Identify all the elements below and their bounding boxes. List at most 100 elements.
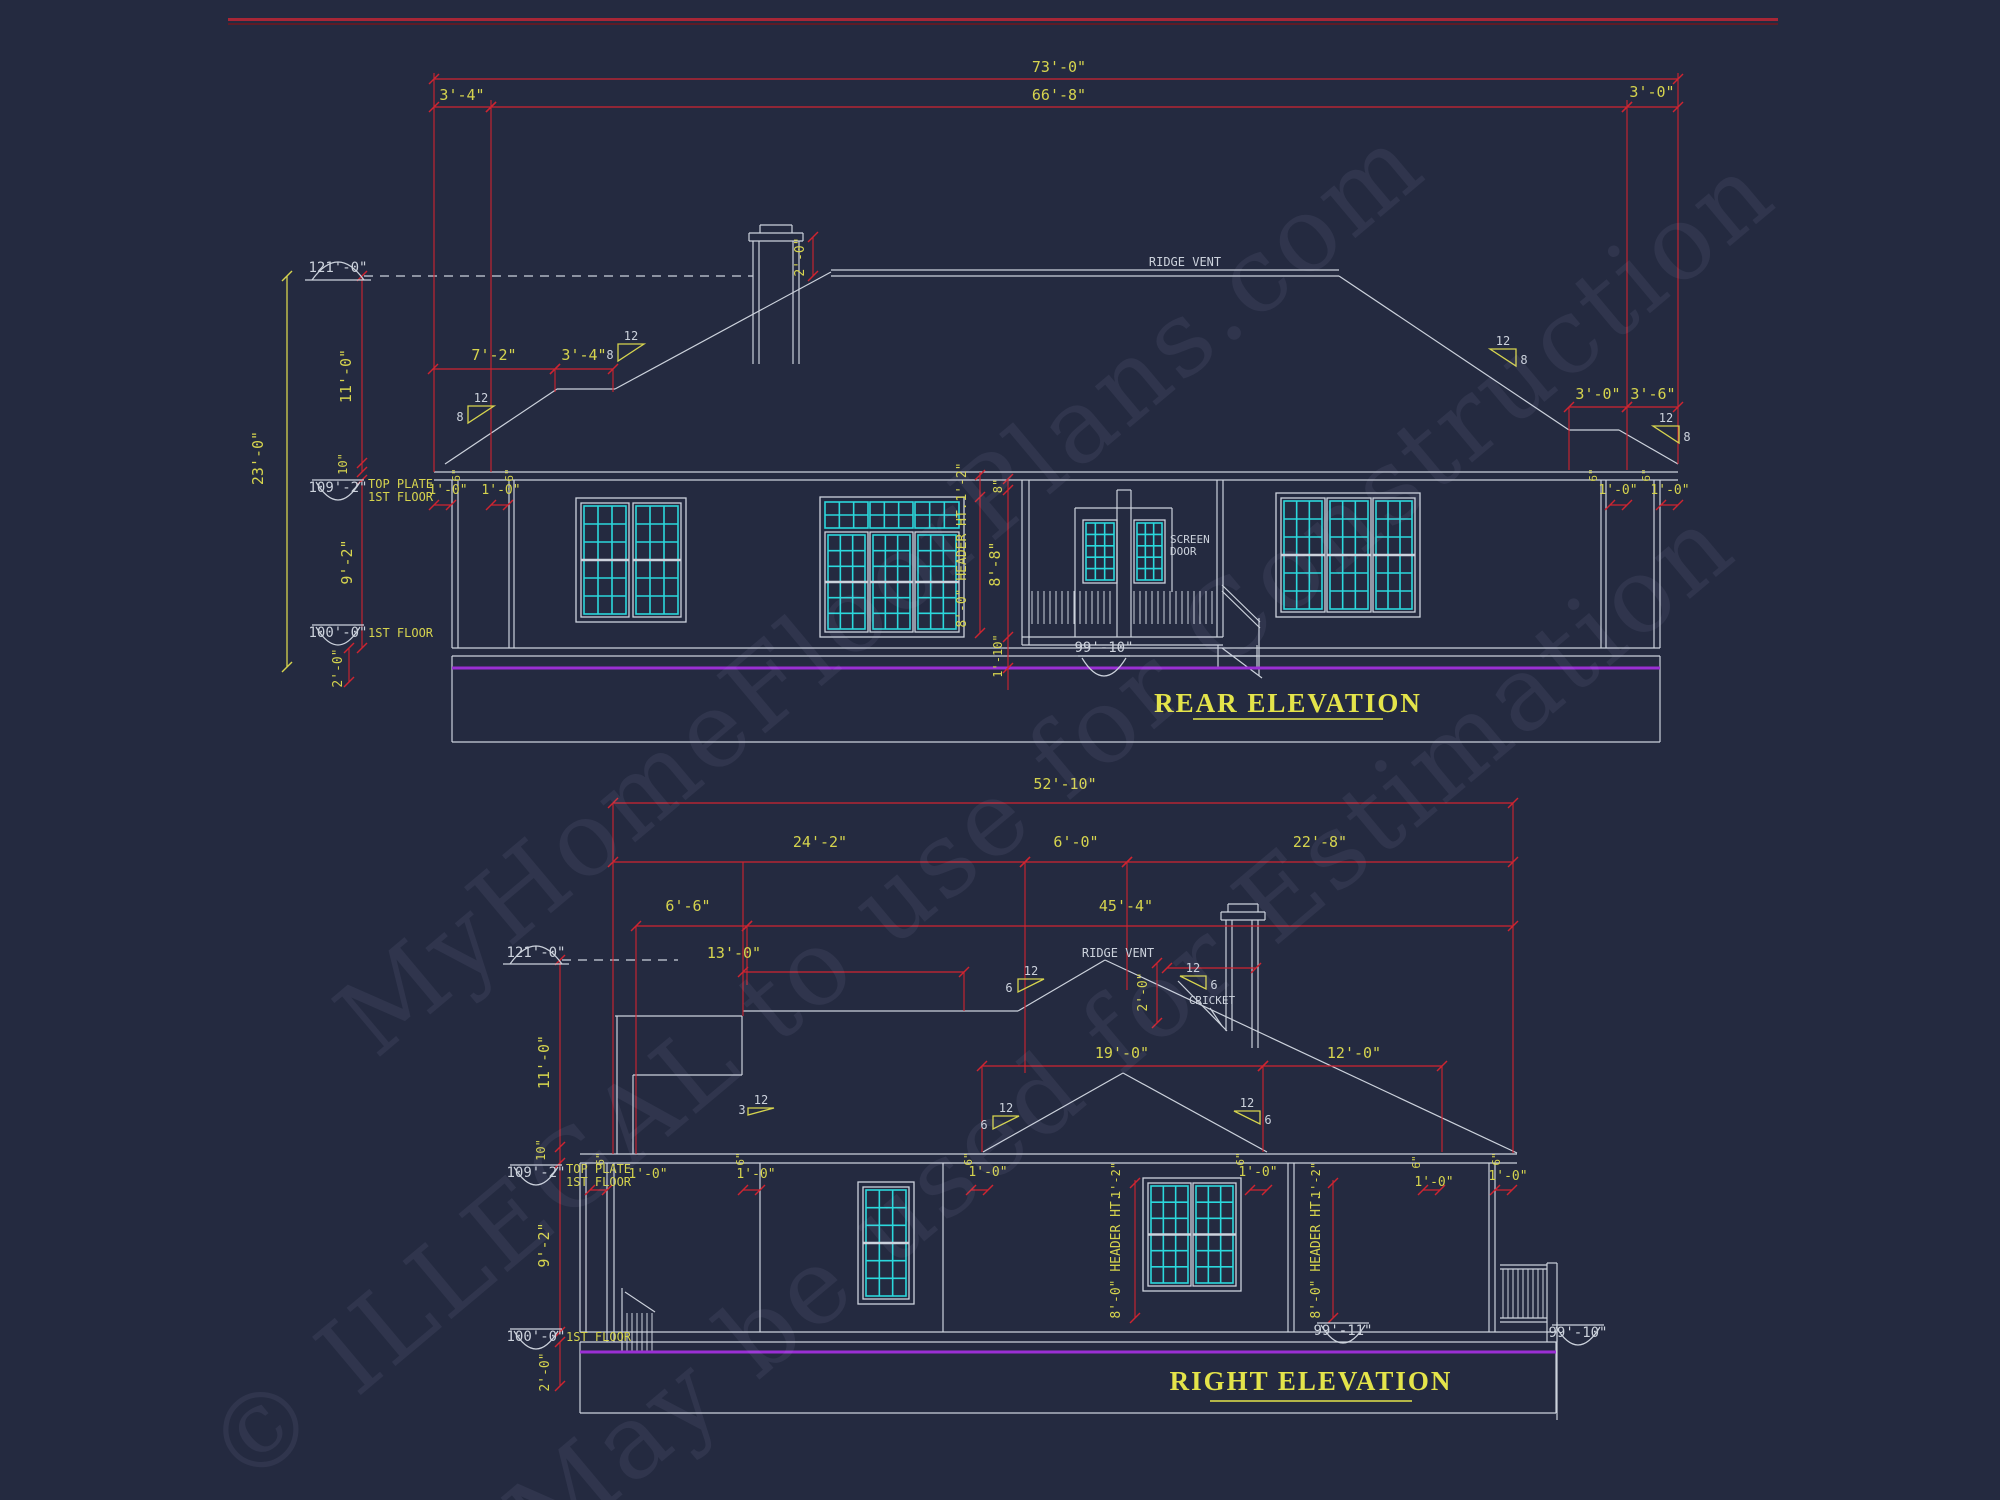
pitch-12-b: 12 [624,329,638,343]
pitch-12-e: 12 [1024,964,1038,978]
pitch-6-e: 6 [1005,981,1012,995]
dim-2-0-foundation-right: 2'-0" [538,1352,553,1391]
dim-8-8-porch: 8'-8" [986,541,1004,586]
pitch-12-c: 12 [1496,334,1510,348]
dim-9-2-right: 9'-2" [535,1222,553,1267]
annotation-marks-layer [286,276,1680,1402]
dim-header-right-a: 8'-0" HEADER HT. [1109,1193,1124,1318]
pitch-8-a: 8 [456,410,463,424]
elev-109-2-rear: 109'-2" [308,480,367,496]
dim-1-0-rear-d: 1'-0" [1650,483,1689,498]
dim-1-0-plate-f: 1'-0" [1488,1169,1527,1184]
elev-121-0-rear: 121'-0" [308,260,367,276]
dim-6in-rear-b: 6" [503,468,516,481]
dim-header-rear: 8'-0" HEADER HT. [955,502,970,627]
title-rear: REAR ELEVATION [1154,688,1422,718]
dim-1-0-plate-e: 1'-0" [1414,1175,1453,1190]
elev-100-0-right: 100'-0" [506,1329,565,1345]
dim-19-0: 19'-0" [1095,1044,1149,1062]
dim-1-0-plate-d: 1'-0" [1238,1165,1277,1180]
pitch-6-f: 6 [1210,978,1217,992]
dim-11-0-rear: 11'-0" [337,349,355,403]
pitch-6-g: 6 [980,1118,987,1132]
lbl-1st-floor-rear-a: 1ST FLOOR [368,490,434,504]
building-outline-layer [364,224,1679,1420]
pitch-12-a: 12 [474,391,488,405]
text-labels-layer: 73'-0" 66'-8" 3'-4" 3'-0" 7'-2" 3'-4" 3'-0" 3'-… [249,58,1691,1396]
lbl-ridge-vent-rear: RIDGE VENT [1149,255,1221,269]
pitch-3-i: 3 [738,1103,745,1117]
lbl-cricket: CRICKET [1189,994,1236,1007]
dim-66-8: 66'-8" [1032,86,1086,104]
dim-24-2: 24'-2" [793,833,847,851]
dim-3-4-top: 3'-4" [439,86,484,104]
dim-1-2-chain-b: 1'-2" [1309,1162,1323,1198]
dim-6in-right-d: 6" [1234,1152,1247,1165]
dim-1-0-plate-c: 1'-0" [968,1165,1007,1180]
sheet-border [228,18,1778,25]
dim-1-2-rear: 1'-2" [955,462,970,501]
dim-11-0-right: 11'-0" [535,1035,553,1089]
lbl-1st-floor-rear-b: 1ST FLOOR [368,626,434,640]
lbl-door: DOOR [1170,545,1197,558]
title-right: RIGHT ELEVATION [1170,1366,1453,1396]
dim-10in-right: 10" [534,1139,548,1161]
dim-73-0: 73'-0" [1032,58,1086,76]
dim-9-2-rear: 9'-2" [338,539,356,584]
dim-45-4: 45'-4" [1099,897,1153,915]
dim-3-6-right: 3'-6" [1630,385,1675,403]
dim-6in-rear-c: 6" [1587,468,1600,481]
dim-header-right-b: 8'-0" HEADER HT. [1309,1193,1324,1318]
dim-3-4-roof: 3'-4" [561,346,606,364]
dim-2-0-chimney: 2'-0" [793,237,808,276]
dim-52-10: 52'-10" [1033,775,1096,793]
dim-6in-rear-a: 6" [450,468,463,481]
pitch-8-c: 8 [1520,353,1527,367]
pitch-12-f: 12 [1186,961,1200,975]
dim-1-0-rear-b: 1'-0" [481,483,520,498]
dim-6in-right-e: 6" [1410,1155,1423,1168]
dim-2-0-chimney-right: 2'-0" [1136,972,1151,1011]
foundation-line-layer [452,666,1660,1354]
dim-1-0-plate-a: 1'-0" [628,1167,667,1182]
lbl-ridge-vent-right: RIDGE VENT [1082,946,1154,960]
lbl-screen: SCREEN [1170,533,1210,546]
dim-8in-porch: 8" [991,479,1005,493]
dim-2-0-foundation-rear: 2'-0" [331,648,346,687]
dim-22-8: 22'-8" [1293,833,1347,851]
pitch-6-h: 6 [1264,1113,1271,1127]
dim-6in-right-f: 6" [1490,1152,1503,1165]
elev-100-0-rear: 100'-0" [308,625,367,641]
lbl-1st-floor-right-b: 1ST FLOOR [566,1330,632,1344]
elev-121-0-right: 121'-0" [506,945,565,961]
elev-99-11: 99'-11" [1313,1323,1372,1339]
dim-6in-right-a: 6" [594,1152,607,1165]
dim-6-0: 6'-0" [1053,833,1098,851]
dimension-layer [281,73,1684,1392]
elev-109-2-right: 109'-2" [506,1165,565,1181]
elev-99-10-right: 99'-10" [1548,1325,1607,1341]
dim-13-0: 13'-0" [707,944,761,962]
dim-6in-right-b: 6" [734,1152,747,1165]
dim-1-0-rear-a: 1'-0" [428,483,467,498]
lbl-top-plate-rear: TOP PLATE [368,477,433,491]
dim-6-6: 6'-6" [665,897,710,915]
dim-6in-right-c: 6" [962,1152,975,1165]
dim-23-0: 23'-0" [249,431,267,485]
dim-3-0-top: 3'-0" [1629,83,1674,101]
lbl-1st-floor-right-a: 1ST FLOOR [566,1175,632,1189]
dim-1-10-porch: 1'-10" [991,634,1005,677]
dim-1-0-plate-b: 1'-0" [736,1167,775,1182]
dim-10in-rear: 10" [336,453,350,475]
elev-99-10-rear: 99'-10" [1074,640,1133,656]
dim-7-2: 7'-2" [471,346,516,364]
lbl-top-plate-right: TOP PLATE [566,1162,631,1176]
elevation-bubbles-layer [305,261,1604,1350]
windows-layer [575,492,1421,1305]
dim-12-0: 12'-0" [1327,1044,1381,1062]
pitch-12-i: 12 [754,1093,768,1107]
dim-3-0-right: 3'-0" [1575,385,1620,403]
pitch-12-h: 12 [1240,1096,1254,1110]
pitch-8-b: 8 [606,348,613,362]
